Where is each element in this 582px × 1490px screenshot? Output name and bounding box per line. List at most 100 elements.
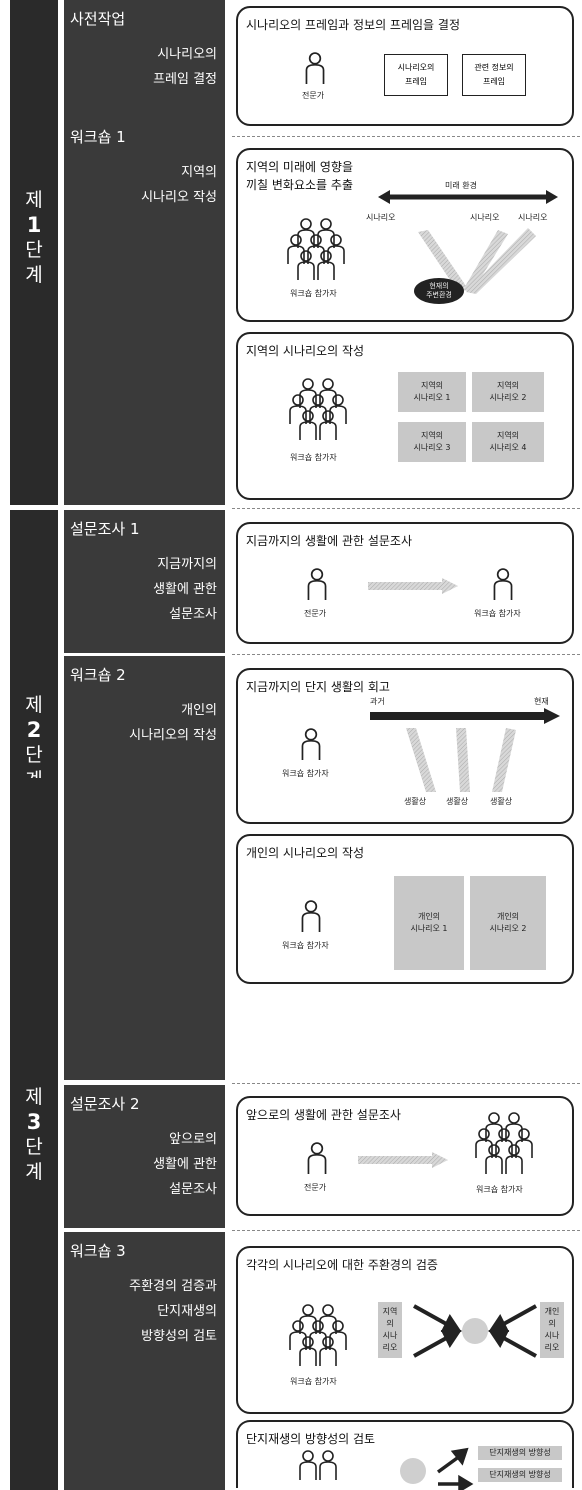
step-title: 설문조사 2 [70,1095,140,1113]
panel-title: 단지재생의 방향성의 검토 [246,1432,376,1446]
person-caption: 전문가 [302,91,325,100]
person-caption: 워크숍 참가자 [474,609,521,618]
panel-title: 지금까지의 생활에 관한 설문조사 [246,534,413,548]
step-title: 사전작업 [70,10,126,28]
fan-arrows-icon [406,728,516,792]
timeline-past-label: 과거 [370,697,385,706]
panel-life-review: 지금까지의 단지 생활의 회고 워크숍 참가자 과거 현재 생활상 생활상 생활… [236,668,574,824]
separator [232,1230,580,1231]
participants-group-icon [299,1450,337,1480]
step-title: 워크숍 2 [70,666,126,684]
hatched-arrow-icon [368,578,458,594]
group-caption: 워크숍 참가자 [290,289,337,298]
separator [232,508,580,509]
participants-group-icon [289,378,347,440]
environment-circle [462,1318,488,1344]
panel-survey-past: 지금까지의 생활에 관한 설문조사 전문가 워크숍 참가자 [236,522,574,644]
panel-title: 앞으로의 생활에 관한 설문조사 [246,1108,401,1122]
person-icon [304,52,326,84]
panel-title: 시나리오의 프레임과 정보의 프레임을 결정 [246,18,460,32]
hatched-arrow-icon [358,1152,448,1168]
axis-label: 미래 환경 [445,181,477,190]
diverging-arrows-icon [436,1447,474,1490]
double-arrow-icon [378,190,558,204]
direction-box: 단지재생의 방향성 [478,1446,562,1460]
timeline-now-label: 현재 [534,697,549,706]
converging-arrows-icon [413,1304,537,1358]
separator [232,1083,580,1084]
participants-group-icon [289,1304,347,1366]
life-label: 생활상 [404,797,427,806]
group-caption: 워크숍 참가자 [290,453,337,462]
participants-group-icon [475,1112,533,1174]
direction-box: 단지재생의 방향성 [478,1468,562,1482]
participants-group-icon [287,218,345,280]
scenario-label: 시나리오 [470,213,500,222]
panel-title: 지금까지의 단지 생활의 회고 [246,680,390,694]
step-title: 워크숍 1 [70,128,126,146]
group-caption: 워크숍 참가자 [290,1377,337,1386]
panel-title: 지역의 시나리오의 작성 [246,344,365,358]
step-title: 설문조사 1 [70,520,140,538]
step-title: 워크숍 3 [70,1242,126,1260]
panel-title: 각각의 시나리오에 대한 주환경의 검증 [246,1258,438,1272]
person-icon [306,1142,328,1174]
panel-regeneration-direction: 단지재생의 방향성의 검토 단지재생의 방향성 단지재생의 방향성 [236,1420,574,1490]
separator [232,136,580,137]
stage-3-label: 제 3 단 계 [25,1086,43,1183]
stage-3-bar-upper [10,1000,58,1085]
person-icon [492,568,514,600]
stage-1-bar: 제 1 단 계 [10,0,58,505]
panel-title: 개인의 시나리오의 작성 [246,846,365,860]
scenario-label: 시나리오 [518,213,548,222]
stage-2-bar: 제 2 단 계 [10,510,58,791]
direction-circle [400,1458,426,1484]
person-caption: 워크숍 참가자 [282,941,329,950]
stage-3-bar: 제 3 단 계 [10,1085,58,1490]
person-caption: 전문가 [304,1183,327,1192]
fan-arrows-icon [418,228,536,294]
stage-1-label: 제 1 단 계 [25,189,43,286]
person-caption: 워크숍 참가자 [282,769,329,778]
separator [232,654,580,655]
scenario-label: 시나리오 [366,213,396,222]
life-label: 생활상 [490,797,513,806]
person-icon [300,900,322,932]
person-icon [300,728,322,760]
person-icon [306,568,328,600]
timeline-arrow-icon [370,708,560,724]
panel-survey-future: 앞으로의 생활에 관한 설문조사 전문가 워크숍 참가자 [236,1096,574,1216]
step-workshop-2-cont [64,778,225,1080]
group-caption: 워크숍 참가자 [476,1185,523,1194]
life-label: 생활상 [446,797,469,806]
